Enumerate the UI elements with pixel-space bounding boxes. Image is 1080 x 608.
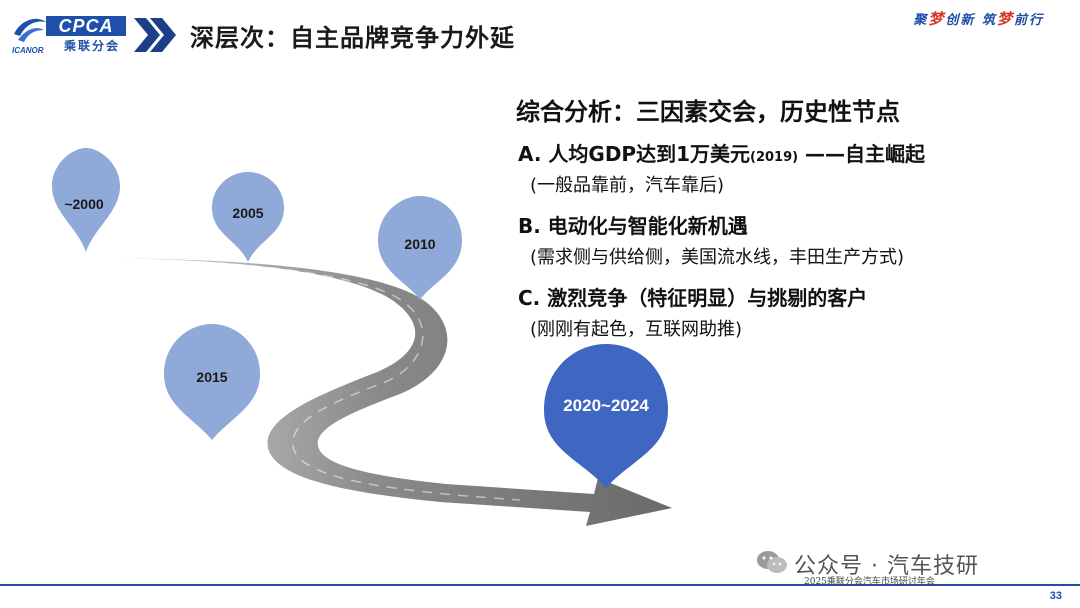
cpca-logo: CPCA 乘联分会 ICANOR xyxy=(12,12,130,56)
logo-sub-text: ICANOR xyxy=(12,46,44,55)
slogan: 聚梦创新 筑梦前行 xyxy=(913,8,1044,29)
pin-label-2020-2024: 2020~2024 xyxy=(563,396,649,415)
slogan-part: 聚 xyxy=(913,13,929,28)
item-title: C. 激烈竞争（特征明显）与挑剔的客户 xyxy=(518,286,868,310)
slogan-part: 创新 筑 xyxy=(945,13,997,28)
item-desc: (需求侧与供给侧，美国流水线，丰田生产方式) xyxy=(530,247,905,268)
pin-label-2000: ~2000 xyxy=(64,196,104,212)
item-title-main: A. 人均GDP达到1万美元 xyxy=(518,142,751,166)
analysis-item-c: C. 激烈竞争（特征明显）与挑剔的客户 (刚刚有起色，互联网助推) xyxy=(518,282,867,341)
pin-2010 xyxy=(378,196,462,300)
logo-text: CPCA xyxy=(46,16,126,36)
footer-divider xyxy=(0,584,1080,586)
item-title-year: (2019) xyxy=(750,150,799,165)
wechat-icon xyxy=(757,551,787,573)
item-desc: (刚刚有起色，互联网助推) xyxy=(530,319,743,340)
logo-ribbon-icon xyxy=(14,18,46,42)
pin-label-2005: 2005 xyxy=(232,205,264,221)
pin-2005 xyxy=(212,172,284,262)
pin-label-2010: 2010 xyxy=(404,236,436,252)
logo-cn-text: 乘联分会 xyxy=(64,39,121,53)
pin-2020-2024 xyxy=(544,344,668,488)
item-title: B. 电动化与智能化新机遇 xyxy=(518,214,748,238)
double-chevron-icon xyxy=(134,18,176,52)
pin-label-2015: 2015 xyxy=(196,369,228,385)
road-path xyxy=(78,258,672,526)
page-number: 33 xyxy=(1049,590,1062,602)
item-title: A. 人均GDP达到1万美元(2019) ——自主崛起 xyxy=(518,138,925,167)
slogan-part: 前行 xyxy=(1013,13,1044,28)
page-title: 深层次：自主品牌竞争力外延 xyxy=(190,24,515,52)
item-desc: (一般品靠前，汽车靠后) xyxy=(530,175,725,196)
watermark-text: 公众号 · 汽车技研 xyxy=(794,554,979,579)
pin-2015 xyxy=(164,324,260,440)
analysis-item-b: B. 电动化与智能化新机遇 (需求侧与供给侧，美国流水线，丰田生产方式) xyxy=(518,210,904,269)
analysis-item-a: A. 人均GDP达到1万美元(2019) ——自主崛起 (一般品靠前，汽车靠后) xyxy=(518,138,925,197)
analysis-heading: 综合分析：三因素交会，历史性节点 xyxy=(516,98,900,126)
pin-2000 xyxy=(52,148,120,252)
conference-name: 2025乘联分会汽车市场研讨年会 xyxy=(804,577,935,587)
slogan-part-red: 梦 xyxy=(928,10,946,28)
item-title-tail: ——自主崛起 xyxy=(798,142,926,166)
slogan-part-red: 梦 xyxy=(996,10,1014,28)
